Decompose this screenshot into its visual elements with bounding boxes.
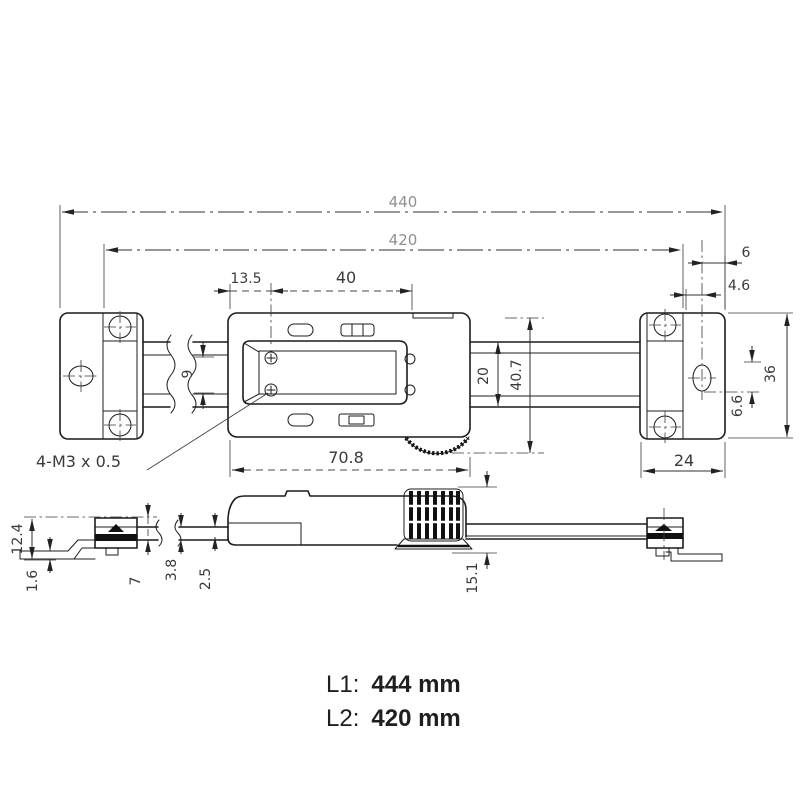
thread-note: 4-M3 x 0.5 <box>36 452 121 471</box>
side-view-dimensions: 12.4 1.6 7 3.8 2.5 15.1 <box>10 471 497 594</box>
dim-slider-height: 15.1 <box>465 562 481 593</box>
lcd-window <box>258 350 397 395</box>
dim-end-block-height: 36 <box>763 365 779 383</box>
side-view: 12.4 1.6 7 3.8 2.5 15.1 <box>10 471 723 594</box>
l2-value: 420 mm <box>371 705 460 732</box>
l2-label: L2: <box>326 705 359 732</box>
dim-body-length: 70.8 <box>328 448 364 467</box>
dim-mounting-span: 420 <box>389 231 418 249</box>
dim-slot-offset: 4.6 <box>728 278 750 294</box>
break-line <box>174 519 182 547</box>
lcd-bezel <box>242 340 408 405</box>
legend-l1: L1: 444 mm <box>326 671 461 698</box>
legend: L1: 444 mm L2: 420 mm <box>326 671 461 732</box>
dim-overall-length: 440 <box>389 193 418 211</box>
dim-rail-thickness: 2.5 <box>198 568 214 590</box>
dim-bracket-height: 12.4 <box>10 523 26 554</box>
right-mounting-block <box>639 240 762 443</box>
m3-screw-holes <box>264 351 416 397</box>
dim-screw-spacing: 40 <box>336 268 356 287</box>
thumbwheel-serration <box>404 436 470 456</box>
dim-beam-drop: 7 <box>128 577 144 586</box>
break-line <box>166 334 176 414</box>
thumb-roller <box>394 488 473 550</box>
dim-body-width: 40.7 <box>509 359 525 390</box>
display-body <box>227 312 471 456</box>
top-view-dimensions: 440 420 6 4.6 13.5 <box>36 193 793 478</box>
button-top-left <box>287 323 314 337</box>
button-top-right <box>340 323 375 337</box>
button-bottom-right <box>338 413 375 427</box>
side-beam-left <box>136 519 229 547</box>
side-left-bracket <box>19 517 138 560</box>
top-notch <box>412 312 454 319</box>
break-line <box>155 519 163 547</box>
roller-knurl <box>406 491 461 539</box>
top-view: 440 420 6 4.6 13.5 <box>36 193 793 478</box>
dim-hole-offset: 6.6 <box>730 395 746 417</box>
dim-beam-slot-width: 9 <box>180 370 196 379</box>
dim-beam-width: 20 <box>476 367 492 385</box>
buttons <box>287 323 375 427</box>
break-line <box>187 334 197 414</box>
side-slider-body <box>227 488 473 550</box>
button-bottom-left <box>287 413 314 427</box>
legend-l2: L2: 420 mm <box>326 705 461 732</box>
left-mounting-block <box>59 311 144 441</box>
thumbwheel <box>404 436 470 455</box>
mounting-beam-right <box>469 341 641 408</box>
mounting-beam-left <box>142 334 229 414</box>
dim-foot-thickness: 1.6 <box>25 570 41 592</box>
dim-beam-thickness: 3.8 <box>164 559 180 581</box>
dim-end-offset: 6 <box>742 245 751 261</box>
l1-label: L1: <box>326 671 359 698</box>
l1-value: 444 mm <box>371 671 460 698</box>
dim-display-edge-offset: 13.5 <box>230 271 261 287</box>
side-right-bracket <box>646 508 723 562</box>
side-beam-right <box>465 523 648 540</box>
dim-end-block-width: 24 <box>674 451 694 470</box>
